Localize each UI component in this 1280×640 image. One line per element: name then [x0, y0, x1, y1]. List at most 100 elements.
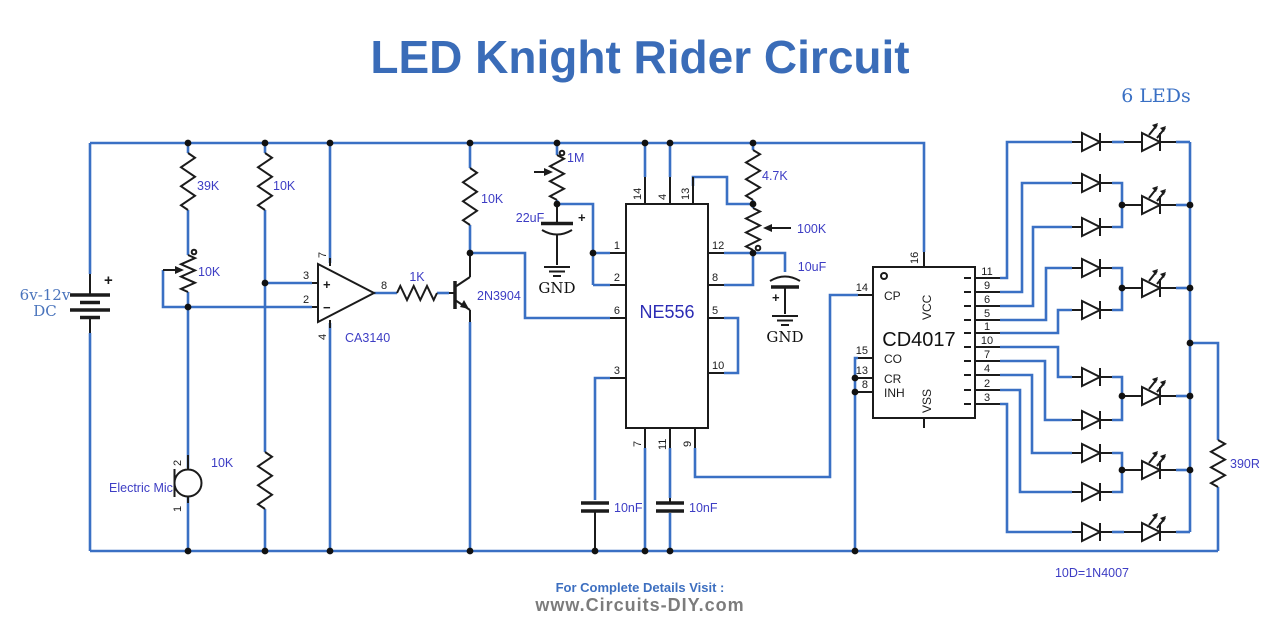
potentiometer-10k: 10K — [163, 248, 221, 293]
potentiometer-100k: 100K — [743, 207, 827, 252]
ne556-label: NE556 — [639, 302, 694, 322]
resistor-39k-label: 39K — [197, 179, 220, 193]
ne556-pin5: 5 — [712, 305, 718, 317]
cd4017-out-1: 1 — [984, 321, 990, 333]
battery-plus: + — [104, 272, 113, 289]
potentiometer-1m: 1M — [534, 149, 584, 201]
cd4017-out-7: 7 — [984, 349, 990, 361]
cd4017-pin8: 8 — [862, 379, 868, 391]
cd4017-cr-label: CR — [884, 372, 902, 386]
cd4017-vss-label: VSS — [920, 389, 934, 413]
diode-array — [1071, 132, 1113, 542]
ne556-pin7: 7 — [632, 441, 644, 447]
cd4017-out-3: 3 — [984, 392, 990, 404]
resistor-1k-label: 1K — [409, 270, 425, 284]
battery: + 6v-12v DC — [20, 272, 113, 333]
cd4017-inh-label: INH — [884, 386, 905, 400]
capacitor-10nf-left: 10nF — [581, 501, 643, 551]
cd4017-out-6: 6 — [984, 294, 990, 306]
resistor-390r-label: 390R — [1230, 457, 1260, 471]
cd4017-co-label: CO — [884, 352, 902, 366]
ne556-pin8: 8 — [712, 272, 718, 284]
ne556-pin14: 14 — [632, 188, 644, 200]
opamp-pin2: 2 — [303, 294, 309, 306]
capacitor-22uf: + 22uF GND — [516, 204, 586, 297]
ne556-pin1: 1 — [614, 240, 620, 252]
page-title: LED Knight Rider Circuit — [370, 31, 910, 83]
capacitor-10uf-label: 10uF — [798, 260, 827, 274]
resistor-4k7-label: 4.7K — [762, 169, 788, 183]
resistor-10k-top: 10K — [256, 152, 296, 211]
opamp-pin4: 4 — [317, 334, 329, 340]
mic-pin-bottom: 1 — [172, 506, 184, 512]
footer-visit-text: For Complete Details Visit : — [555, 580, 725, 595]
cd4017-cp-label: CP — [884, 289, 901, 303]
ground-symbol-2 — [771, 315, 799, 326]
resistor-10k-bottom: 10K — [211, 451, 274, 510]
resistor-390r: 390R — [1208, 439, 1260, 488]
ic-cd4017: CD4017 16 VCC VSS 14 15 13 8 CP CO CR IN… — [856, 252, 1000, 428]
cd4017-output-pins: 11 9 6 5 1 10 7 4 2 3 — [964, 266, 1000, 405]
cd4017-out-4: 4 — [984, 363, 990, 375]
cd4017-out-10: 10 — [981, 335, 993, 347]
ne556-pin6: 6 — [614, 305, 620, 317]
mic-label: Electric Mic — [109, 481, 173, 495]
opamp-pin8: 8 — [381, 280, 387, 292]
ne556-pin12: 12 — [712, 240, 724, 252]
resistor-10k-collector: 10K — [461, 167, 504, 226]
transistor-2n3904: 2N3904 — [449, 253, 521, 322]
capacitor-10uf-plus: + — [772, 290, 780, 305]
cd4017-out-2: 2 — [984, 378, 990, 390]
led-array — [1123, 122, 1177, 542]
battery-dc-label: DC — [33, 302, 57, 320]
led-section-heading: 6 LEDs — [1121, 85, 1191, 107]
capacitor-22uf-label: 22uF — [516, 211, 545, 225]
opamp-label: CA3140 — [345, 331, 390, 345]
opamp-plus-sign: + — [323, 277, 331, 292]
battery-voltage-label: 6v-12v — [20, 286, 71, 304]
ne556-pin9: 9 — [682, 441, 694, 447]
opamp-pin7: 7 — [317, 252, 329, 258]
cd4017-vcc-label: VCC — [920, 294, 934, 320]
ne556-pin2: 2 — [614, 272, 620, 284]
opamp-ca3140: + − 3 2 7 4 8 CA3140 — [303, 252, 390, 345]
ground-symbol-1 — [543, 266, 571, 277]
capacitor-10nf-right: 10nF — [656, 498, 718, 515]
mic-pin-top: 2 — [172, 460, 184, 466]
cd4017-pin15: 15 — [856, 345, 868, 357]
ne556-pin10: 10 — [712, 360, 724, 372]
cd4017-pin13: 13 — [856, 365, 868, 377]
cd4017-out-9: 9 — [984, 280, 990, 292]
capacitor-10nf-left-label: 10nF — [614, 501, 643, 515]
resistor-39k: 39K — [179, 152, 220, 211]
ground-label-2: GND — [766, 328, 803, 346]
potentiometer-1m-label: 1M — [567, 151, 584, 165]
ne556-pin13: 13 — [680, 188, 692, 200]
junction-dots — [184, 139, 1194, 555]
capacitor-22uf-plus: + — [578, 210, 586, 225]
cd4017-out-11: 11 — [981, 266, 992, 278]
ne556-pin11: 11 — [657, 439, 669, 450]
diode-note: 10D=1N4007 — [1055, 566, 1129, 580]
transistor-label: 2N3904 — [477, 289, 521, 303]
potentiometer-10k-label: 10K — [198, 265, 221, 279]
cd4017-out-5: 5 — [984, 308, 990, 320]
ic-ne556: NE556 1 2 6 3 12 8 5 10 14 4 13 — [610, 177, 724, 450]
resistor-1k: 1K — [396, 270, 438, 303]
electret-mic: 2 1 Electric Mic — [109, 455, 203, 512]
ne556-pin4: 4 — [657, 194, 669, 200]
cd4017-label: CD4017 — [882, 329, 955, 351]
cd4017-pin14: 14 — [856, 282, 868, 294]
resistor-10k-bottom-label: 10K — [211, 456, 234, 470]
capacitor-10nf-right-label: 10nF — [689, 501, 718, 515]
resistor-10k-collector-label: 10K — [481, 192, 504, 206]
ne556-pin3: 3 — [614, 365, 620, 377]
cd4017-pin16: 16 — [909, 252, 921, 264]
footer-website: www.Circuits-DIY.com — [535, 595, 745, 615]
resistor-4k7: 4.7K — [744, 149, 788, 201]
resistor-10k-top-label: 10K — [273, 179, 296, 193]
opamp-minus-sign: − — [323, 300, 331, 315]
opamp-pin3: 3 — [303, 270, 309, 282]
